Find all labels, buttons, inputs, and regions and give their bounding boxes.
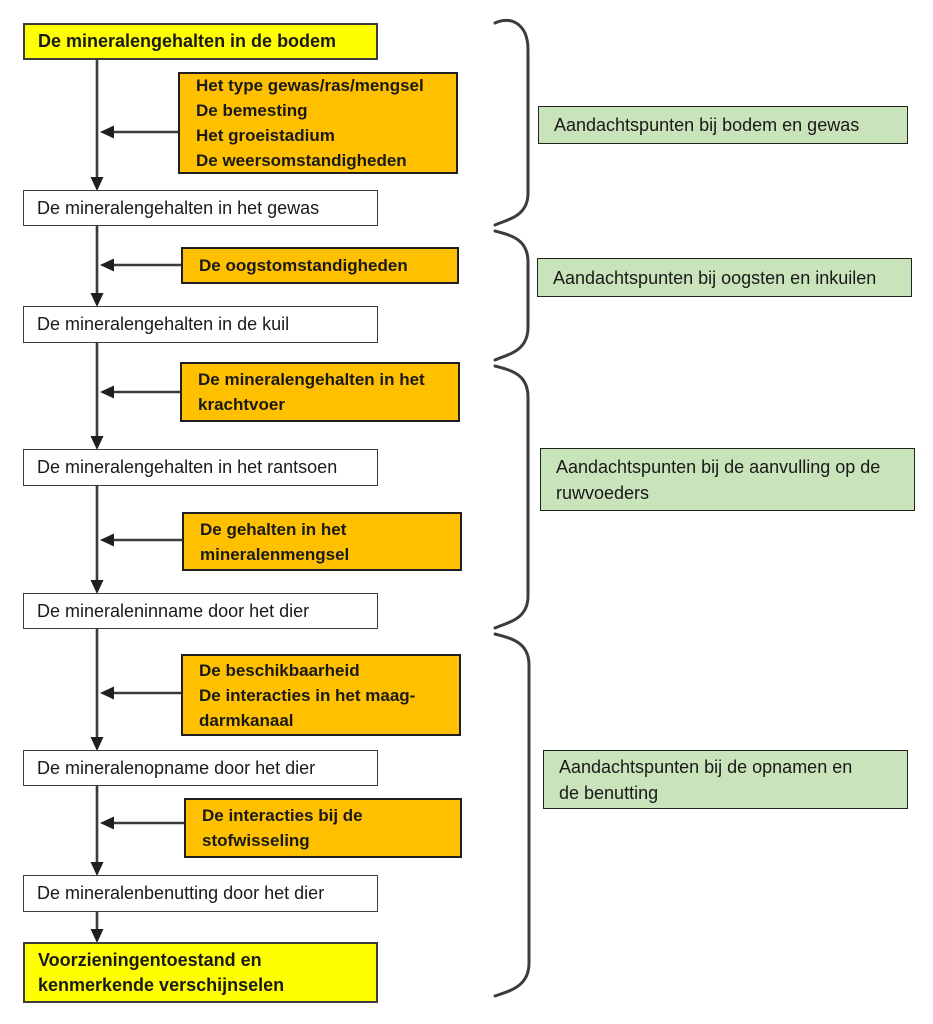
flow-arrow-kuil-rantsoen xyxy=(90,343,104,450)
flow-arrow-rantsoen-inname xyxy=(90,486,104,594)
annotation-box-oogsten-inkuilen: Aandachtspunten bij oogsten en inkuilen xyxy=(537,258,912,297)
factor-box-mengsel: De gehalten in het mineralenmengsel xyxy=(182,512,462,571)
flow-node-bodem: De mineralengehalten in de bodem xyxy=(23,23,378,60)
factor-box-gewas: Het type gewas/ras/mengsel De bemesting … xyxy=(178,72,458,174)
flow-arrow-bodem-gewas xyxy=(90,60,104,191)
factor-arrow-beschikbaarheid xyxy=(100,686,181,700)
flow-arrow-opname-benutting xyxy=(90,786,104,876)
factor-box-stofwisseling: De interacties bij de stofwisseling xyxy=(184,798,462,858)
factor-arrow-oogst xyxy=(100,258,181,272)
brace-opnamen-benutting xyxy=(493,632,531,998)
brace-aanvulling xyxy=(493,364,530,630)
annotation-box-aanvulling: Aandachtspunten bij de aanvulling op de … xyxy=(540,448,915,511)
flow-node-rantsoen: De mineralengehalten in het rantsoen xyxy=(23,449,378,486)
factor-arrow-stofwisseling xyxy=(100,816,184,830)
flow-node-benutting: De mineralenbenutting door het dier xyxy=(23,875,378,912)
annotation-box-opnamen-benutting: Aandachtspunten bij de opnamen en de ben… xyxy=(543,750,908,809)
flow-arrow-inname-opname xyxy=(90,629,104,751)
flow-node-voorziening: Voorzieningentoestand en kenmerkende ver… xyxy=(23,942,378,1003)
flow-node-opname: De mineralenopname door het dier xyxy=(23,750,378,786)
annotation-box-bodem-gewas: Aandachtspunten bij bodem en gewas xyxy=(538,106,908,144)
factor-arrow-gewas xyxy=(100,125,178,139)
flow-node-kuil: De mineralengehalten in de kuil xyxy=(23,306,378,343)
flow-arrow-gewas-kuil xyxy=(90,226,104,307)
flow-arrow-benutting-voorziening xyxy=(90,912,104,943)
brace-bodem-gewas xyxy=(493,18,530,227)
factor-box-beschikbaarheid: De beschikbaarheid De interacties in het… xyxy=(181,654,461,736)
factor-box-krachtvoer: De mineralengehalten in het krachtvoer xyxy=(180,362,460,422)
flow-node-inname: De mineraleninname door het dier xyxy=(23,593,378,629)
factor-arrow-mengsel xyxy=(100,533,182,547)
factor-arrow-krachtvoer xyxy=(100,385,180,399)
brace-oogsten-inkuilen xyxy=(493,229,530,362)
factor-box-oogst: De oogstomstandigheden xyxy=(181,247,459,284)
flow-node-gewas: De mineralengehalten in het gewas xyxy=(23,190,378,226)
